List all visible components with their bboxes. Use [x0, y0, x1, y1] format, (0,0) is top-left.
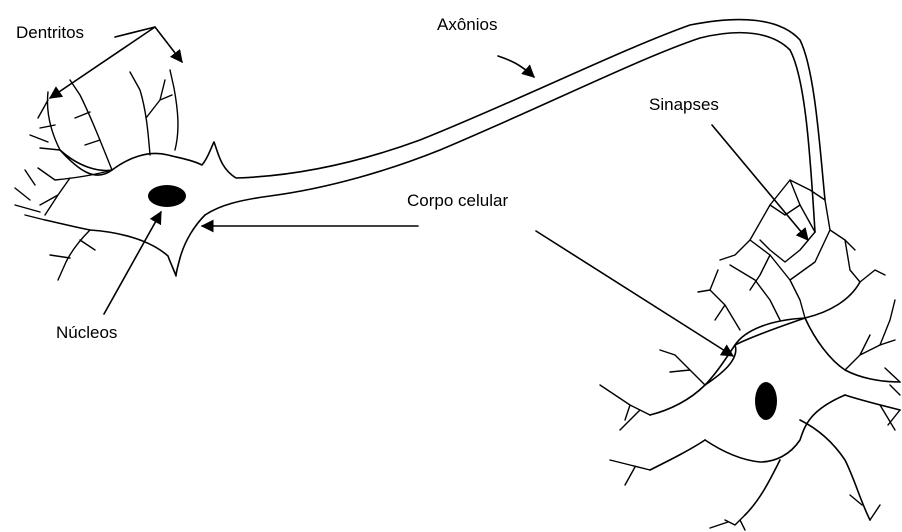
axon-label: Axônios: [437, 16, 497, 33]
left-cell-body-upper: [60, 150, 112, 175]
nucleus-label: Núcleos: [56, 324, 117, 341]
cell-body-pointer-right: [536, 231, 733, 356]
right-dendrites: [600, 270, 900, 530]
left-nucleus: [148, 185, 186, 207]
left-axon-inner: [205, 33, 815, 232]
right-cell-body-shape: [705, 318, 845, 462]
nucleus-pointer: [104, 212, 161, 314]
synapse-branches: [720, 180, 860, 320]
left-cell-body-lower: [45, 215, 205, 276]
synapses-label: Sinapses: [649, 96, 719, 113]
axon-pointer: [498, 56, 534, 77]
cell-body-label: Corpo celular: [407, 192, 508, 209]
right-nucleus: [755, 382, 777, 420]
dendrites-label: Dentritos: [16, 24, 84, 41]
